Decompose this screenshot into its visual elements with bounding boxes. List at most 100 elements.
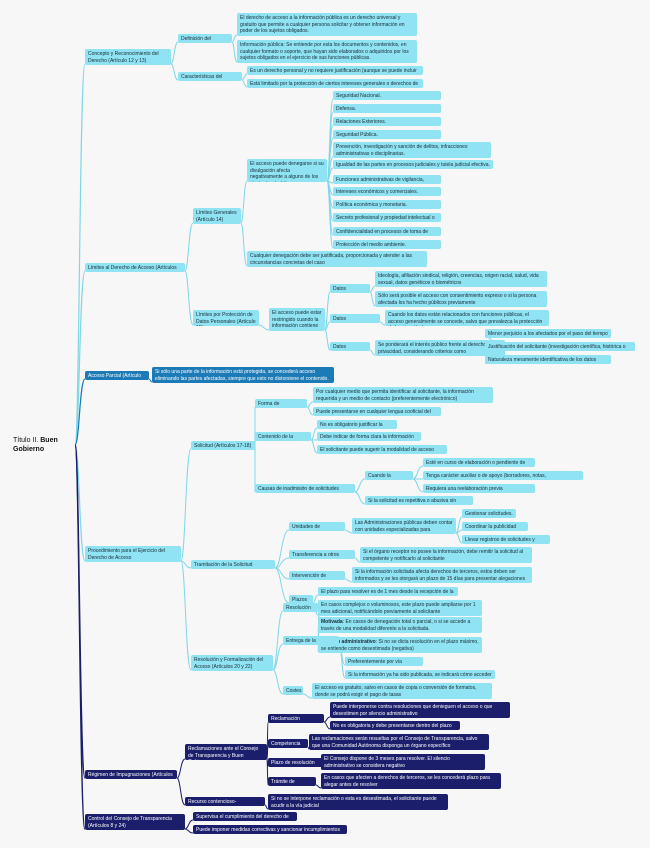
node-contenido[interactable]: Contenido de la solicitud [255, 432, 311, 441]
node-unidades1[interactable]: Las Administraciones públicas deben cont… [352, 518, 456, 534]
node-unidades[interactable]: Unidades de información [289, 522, 345, 531]
node-silencio[interactable]: Silencio administrativo: Si no se dicta … [318, 637, 482, 653]
node-control[interactable]: Control del Consejo de Transparencia (Ar… [85, 814, 185, 830]
node-interv1[interactable]: Si la información solicitada afecta dere… [352, 567, 532, 583]
edge-intervencion-interv1 [344, 578, 353, 583]
edge-root-regimen [74, 444, 86, 779]
node-limprot[interactable]: Límites por Protección de Datos Personal… [193, 310, 259, 326]
node-def1[interactable]: El derecho de acceso a la información pú… [237, 13, 417, 36]
node-definicion[interactable]: Definición del Derecho [178, 34, 232, 43]
node-cont1[interactable]: No es obligatorio justificar la petición [317, 420, 397, 429]
node-solicitud[interactable]: Solicitud (Artículos 17-18) [191, 441, 255, 450]
node-control1[interactable]: Supervisa el cumplimiento del derecho de… [193, 812, 297, 821]
node-cua2[interactable]: Requiera una reelaboración previa [423, 484, 535, 493]
node-parcial[interactable]: Acceso Parcial (Artículo 16) [85, 371, 149, 380]
node-cuando[interactable]: Cuando la información [365, 471, 413, 480]
node-pot2[interactable]: No es obligatoria y debe presentarse den… [330, 721, 460, 730]
edge-costes-costes1 [302, 693, 313, 699]
node-cont3[interactable]: El solicitante puede sugerir la modalida… [317, 445, 447, 454]
node-cua1[interactable]: Tenga carácter auxiliar o de apoyo (borr… [423, 471, 583, 480]
node-control2[interactable]: Puede imponer medidas correctivas y sanc… [193, 825, 347, 834]
edge-resolucion_form-costes [272, 669, 284, 695]
node-intervencion[interactable]: Intervención de terceros [289, 571, 345, 580]
node-limites[interactable]: Límites al Derecho de Acceso (Artículos … [85, 263, 185, 272]
node-tramite[interactable]: Trámite de audiencia [268, 777, 316, 786]
node-plazo1[interactable]: El plazo para resolver es de 1 mes desde… [318, 587, 458, 596]
node-forma1[interactable]: Por cualquier medio que permita identifi… [313, 387, 493, 403]
node-amb6[interactable]: Funciones administrativas de vigilancia,… [333, 175, 441, 184]
node-identificativos[interactable]: Datos Identificativos [330, 314, 380, 323]
node-sens1[interactable]: Ideología, afiliación sindical, religión… [375, 271, 547, 287]
edge-procedimiento-tramitacion [180, 560, 192, 569]
node-cua0[interactable]: Esté en curso de elaboración o pendiente… [423, 458, 535, 467]
node-uni2[interactable]: Llevar registros de solicitudes y respue… [462, 535, 550, 544]
edge-concepto-caracteristicas [170, 63, 179, 81]
node-entrega2[interactable]: Si la información ya ha sido publicada, … [345, 670, 495, 679]
node-plazos[interactable]: Plazos [289, 595, 313, 604]
node-denegarse[interactable]: El acceso puede denegarse si su divulgac… [247, 159, 327, 182]
node-sensibles[interactable]: Datos sensibles [330, 284, 370, 293]
node-geni2[interactable]: Naturaleza meramente identificativa de l… [485, 355, 611, 364]
node-costes[interactable]: Costes [283, 686, 303, 695]
node-repetitiva[interactable]: Si la solicitud es repetitiva o abusiva … [365, 496, 473, 505]
node-amb7[interactable]: Intereses económicos y comerciales. [333, 187, 441, 196]
node-regimen[interactable]: Régimen de Impugnaciones (Artículos 23-2… [85, 770, 177, 779]
node-causas[interactable]: Causas de inadmisión de solicitudes (Art… [255, 484, 355, 493]
edge-causas-repetitiva [354, 491, 366, 505]
node-resolucion[interactable]: Resolución [283, 603, 319, 612]
node-amb9[interactable]: Secreto profesional y propiedad intelect… [333, 213, 441, 222]
node-amb1[interactable]: Defensa. [333, 104, 441, 113]
node-geni1[interactable]: Justificación del solicitante (investiga… [485, 342, 635, 351]
node-cualquier[interactable]: Cualquier denegación debe ser justificad… [247, 251, 427, 267]
node-recurso[interactable]: Recurso contencioso-administrativo [185, 797, 265, 806]
node-sens2[interactable]: Sólo será posible el acceso con consenti… [375, 291, 547, 307]
node-cont2[interactable]: Debe indicar de forma clara la informaci… [317, 432, 421, 441]
node-genericos[interactable]: Datos genéricos [330, 342, 370, 351]
node-amb0[interactable]: Seguridad Nacional. [333, 91, 441, 100]
node-entrega1[interactable]: Preferentemente por vía electrónica. [345, 657, 423, 666]
node-ident1[interactable]: Cuando los datos están relacionados con … [385, 310, 549, 326]
node-def2[interactable]: Información pública: Se entiende por est… [237, 40, 417, 63]
node-potestativa[interactable]: Reclamación potestativa [268, 714, 324, 723]
node-pot1[interactable]: Puede interponerse contra resoluciones q… [330, 702, 510, 718]
node-amb10[interactable]: Confidencialidad en procesos de toma de … [333, 227, 441, 236]
node-car2[interactable]: Está limitado por la protección de ciert… [247, 79, 423, 88]
node-motivada[interactable]: Motivada: En casos de denegación total o… [318, 617, 482, 633]
node-restringido[interactable]: El acceso puede estar restringido cuando… [269, 308, 325, 331]
node-amb8[interactable]: Política económica y monetaria. [333, 200, 441, 209]
node-amb3[interactable]: Seguridad Pública. [333, 130, 441, 139]
node-amb5[interactable]: Igualdad de las partes en procesos judic… [333, 160, 493, 169]
node-caracteristicas[interactable]: Características del Derecho [178, 72, 242, 81]
node-entrega[interactable]: Entrega de la información [283, 636, 339, 645]
node-costes1[interactable]: El acceso es gratuito, salvo en casos de… [312, 683, 492, 699]
node-amb11[interactable]: Protección del medio ambiente. [333, 240, 441, 249]
node-uni1[interactable]: Coordinar la publicidad activa. [462, 522, 528, 531]
node-forma[interactable]: Forma de presentación [255, 399, 307, 408]
node-resolucion_form[interactable]: Resolución y Formalización del Acceso (A… [191, 655, 273, 671]
node-procedimiento[interactable]: Procedimiento para el Ejercicio del Dere… [85, 546, 181, 562]
node-gen1[interactable]: Se ponderará el interés público frente a… [375, 340, 505, 356]
node-competencia[interactable]: Competencia [268, 739, 308, 748]
node-uni0[interactable]: Gestionar solicitudes. [462, 509, 516, 518]
edge-unidades-unidades1 [344, 529, 353, 534]
node-concepto[interactable]: Concepto y Reconocimiento del Derecho (A… [85, 49, 171, 65]
node-comp1[interactable]: Las reclamaciones serán resueltas por el… [309, 734, 489, 750]
node-parcial1[interactable]: Si sólo una parte de la información está… [152, 367, 334, 383]
node-plazo2[interactable]: En casos complejos o voluminosos, este p… [318, 600, 482, 616]
node-forma2[interactable]: Puede presentarse en cualquier lengua co… [313, 407, 441, 416]
node-transf1[interactable]: Si el órgano receptor no posee la inform… [360, 547, 532, 563]
node-car1[interactable]: Es un derecho personal y no requiere jus… [247, 66, 423, 75]
node-amb2[interactable]: Relaciones Exteriores. [333, 117, 441, 126]
node-recurso1[interactable]: Si no se interpone reclamación o esta es… [268, 794, 448, 810]
root-title[interactable]: Título II. Buen Gobierno [13, 436, 75, 454]
node-geni0[interactable]: Menor perjuicio a los afectados por el p… [485, 329, 611, 338]
node-plazores1[interactable]: El Consejo dispone de 3 meses para resol… [321, 754, 485, 770]
node-reclamaciones[interactable]: Reclamaciones ante el Consejo de Transpa… [185, 744, 267, 760]
node-tramitacion[interactable]: Tramitación de la Solicitud (Artículos 1… [191, 560, 275, 569]
node-plazores[interactable]: Plazo de resolución [268, 758, 324, 767]
node-amb4[interactable]: Prevención, investigación y sanción de d… [333, 142, 491, 158]
edge-root-control [74, 444, 86, 830]
node-transferencia[interactable]: Transferencia a otros órganos [289, 550, 355, 559]
node-limgen[interactable]: Límites Generales (Artículo 14) [193, 208, 241, 224]
node-tramite1[interactable]: En casos que afecten a derechos de terce… [321, 773, 501, 789]
